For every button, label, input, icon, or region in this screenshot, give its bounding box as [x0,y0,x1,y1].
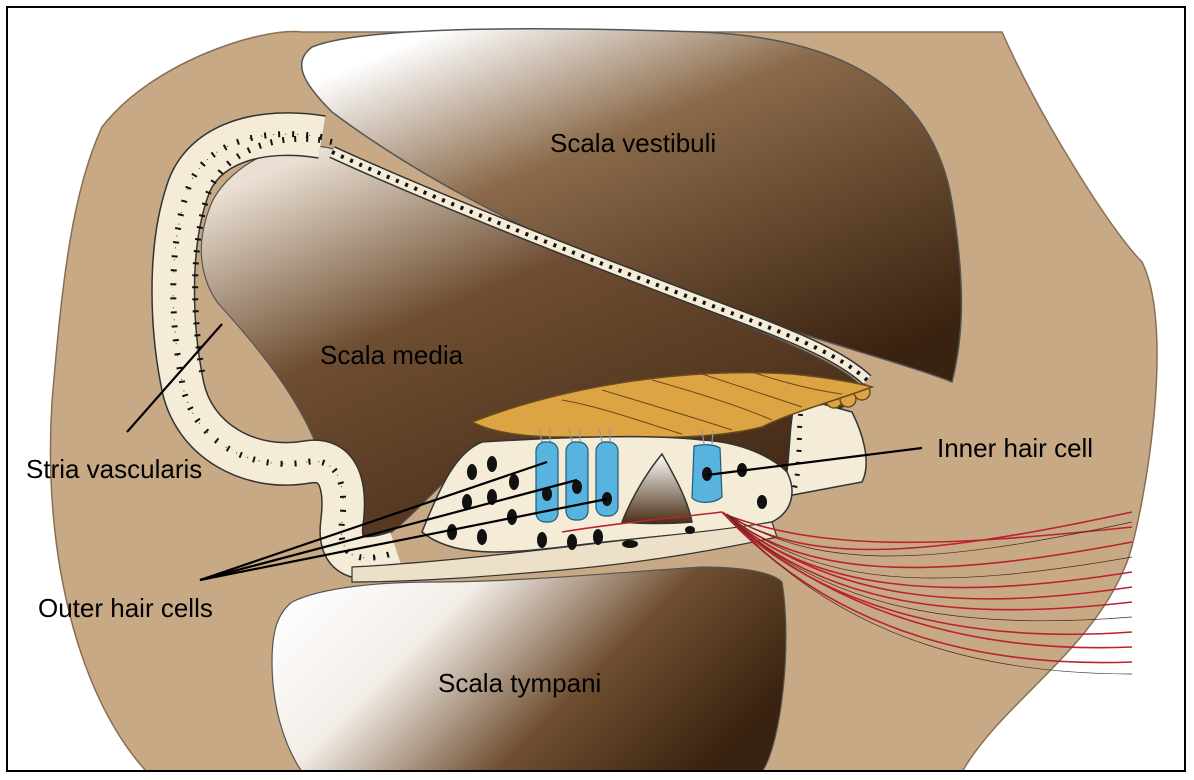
cochlea-cross-section: Scala vestibuli Scala media Scala tympan… [8,8,1186,772]
label-inner-hair-cell: Inner hair cell [937,433,1093,463]
label-scala-tympani: Scala tympani [438,668,601,698]
label-stria-vascularis: Stria vascularis [26,454,202,484]
label-scala-vestibuli: Scala vestibuli [550,128,716,158]
diagram-frame: Scala vestibuli Scala media Scala tympan… [6,6,1186,772]
label-outer-hair-cells: Outer hair cells [38,593,213,623]
label-scala-media: Scala media [320,340,464,370]
